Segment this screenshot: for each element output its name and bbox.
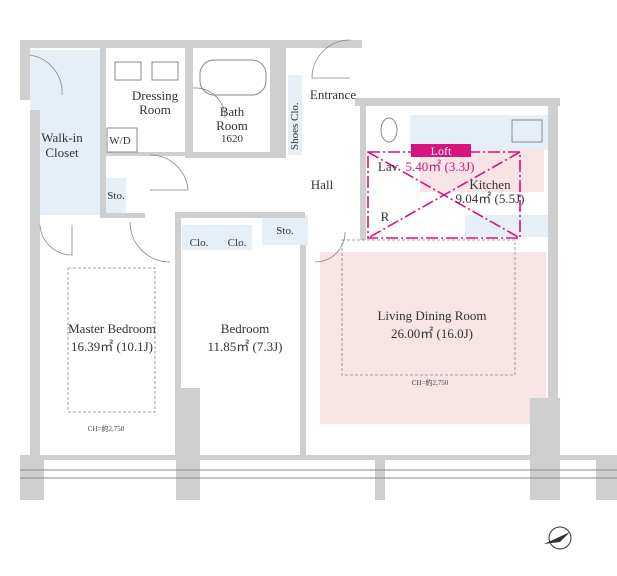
loft-area: 5.40㎡ (3.3J) [406, 159, 475, 174]
refrigerator-label: R [381, 209, 390, 224]
ceiling-height-living: CH=約2,750 [412, 378, 449, 387]
master-bedroom-label: Master Bedroom [68, 321, 156, 336]
washer-dryer-label: W/D [109, 135, 130, 147]
north-arrow-icon [544, 526, 572, 550]
washer-dryer [106, 127, 138, 153]
closet-label: Clo. [190, 237, 209, 249]
bed-outline [67, 267, 156, 413]
storage-left-area [106, 178, 126, 213]
entrance-label: Entrance [310, 87, 356, 102]
storage-label: Sto. [276, 225, 294, 237]
bath-room-label: Bath [220, 104, 245, 119]
living-highlight [320, 252, 546, 424]
sink-icon [151, 61, 179, 81]
kitchen-label: Kitchen [469, 177, 511, 192]
ceiling-outline [341, 239, 516, 376]
closet-label: Clo. [228, 237, 247, 249]
bath-size-label: 1620 [221, 133, 244, 145]
stove-icon [511, 119, 543, 143]
bedroom-area: 11.85㎡ (7.3J) [208, 339, 283, 354]
dressing-room-label: Room [139, 102, 171, 117]
storage-label: Sto. [107, 190, 125, 202]
kitchen-back-counter [465, 215, 550, 237]
shoes-closet-area [288, 75, 302, 155]
walk-in-closet-label: Closet [45, 145, 79, 160]
storage-hall-area [262, 215, 308, 245]
bedroom-label: Bedroom [221, 321, 269, 336]
loft-label: Loft [431, 144, 452, 158]
toilet-icon [380, 117, 398, 143]
living-dining-area: 26.00㎡ (16.0J) [391, 326, 473, 341]
bath-room-label: Room [216, 118, 248, 133]
shoes-closet-label: Shoes Clo. [289, 102, 301, 150]
master-bedroom-area: 16.39㎡ (10.1J) [71, 339, 153, 354]
ceiling-height-master: CH=約2,750 [88, 424, 125, 433]
living-dining-label: Living Dining Room [377, 308, 486, 323]
loft-label-bg [411, 144, 471, 157]
walk-in-closet-label: Walk-in [41, 130, 83, 145]
walk-in-closet-area [30, 50, 100, 215]
kitchen-area: 9.04㎡ (5.5J) [456, 191, 525, 206]
sink-icon [114, 61, 142, 81]
hall-label: Hall [311, 177, 334, 192]
bathtub-icon [199, 59, 267, 96]
doors [29, 39, 351, 263]
lavatory-label: Lav [378, 159, 399, 174]
closets-area [182, 225, 252, 250]
dressing-room-label: Dressing [132, 88, 179, 103]
